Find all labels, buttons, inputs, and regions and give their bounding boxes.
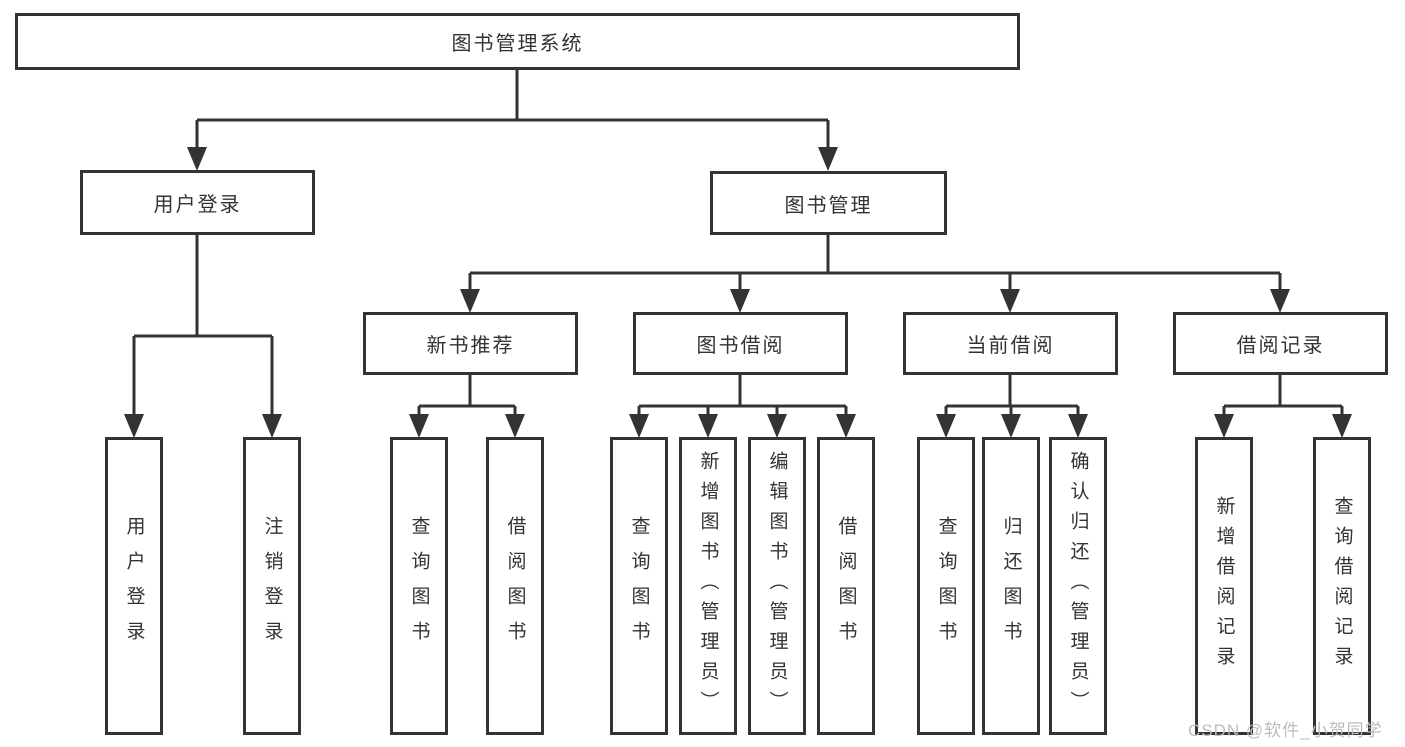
leaf-user-login: 用户登录 — [105, 437, 163, 735]
arrowhead — [836, 414, 856, 438]
node-borrow-records: 借阅记录 — [1173, 312, 1388, 375]
arrowhead — [505, 414, 525, 438]
arrowhead — [767, 414, 787, 438]
arrowhead — [730, 289, 750, 313]
connector-book-borrow — [637, 375, 848, 417]
connector-root — [195, 70, 830, 150]
arrowhead — [1001, 414, 1021, 438]
leaf-borrow-books-recommend: 借阅图书 — [486, 437, 544, 735]
leaf-query-books-borrow: 查询图书 — [610, 437, 668, 735]
leaf-add-borrow-record: 新增借阅记录 — [1195, 437, 1253, 735]
connector-borrow-records — [1222, 375, 1344, 417]
arrowhead — [629, 414, 649, 438]
node-root: 图书管理系统 — [15, 13, 1020, 70]
leaf-borrow-books: 借阅图书 — [817, 437, 875, 735]
connector-user-login — [132, 235, 274, 417]
arrowhead — [698, 414, 718, 438]
arrowhead — [1270, 289, 1290, 313]
arrowhead — [1068, 414, 1088, 438]
arrowhead — [409, 414, 429, 438]
arrowhead — [460, 289, 480, 313]
arrowhead — [1332, 414, 1352, 438]
leaf-confirm-return-admin: 确认归还（管理员） — [1049, 437, 1107, 735]
arrowhead — [187, 147, 207, 171]
node-user-login: 用户登录 — [80, 170, 315, 235]
node-new-book-recommend: 新书推荐 — [363, 312, 578, 375]
leaf-query-books-current: 查询图书 — [917, 437, 975, 735]
arrowhead — [1000, 289, 1020, 313]
arrowhead — [1214, 414, 1234, 438]
node-book-management: 图书管理 — [710, 171, 947, 235]
connector-new-book-recommend — [417, 375, 517, 417]
arrowhead — [936, 414, 956, 438]
arrowhead — [818, 147, 838, 171]
leaf-query-books-recommend: 查询图书 — [390, 437, 448, 735]
leaf-return-book: 归还图书 — [982, 437, 1040, 735]
node-current-borrow: 当前借阅 — [903, 312, 1118, 375]
connector-book-management — [468, 235, 1282, 292]
leaf-edit-book-admin: 编辑图书（管理员） — [748, 437, 806, 735]
arrowhead — [262, 414, 282, 438]
leaf-logout: 注销登录 — [243, 437, 301, 735]
leaf-query-borrow-record: 查询借阅记录 — [1313, 437, 1371, 735]
node-book-borrow: 图书借阅 — [633, 312, 848, 375]
leaf-add-book-admin: 新增图书（管理员） — [679, 437, 737, 735]
arrowhead — [124, 414, 144, 438]
connector-current-borrow — [944, 375, 1080, 417]
watermark: CSDN @软件_小贺同学 — [1188, 721, 1383, 740]
